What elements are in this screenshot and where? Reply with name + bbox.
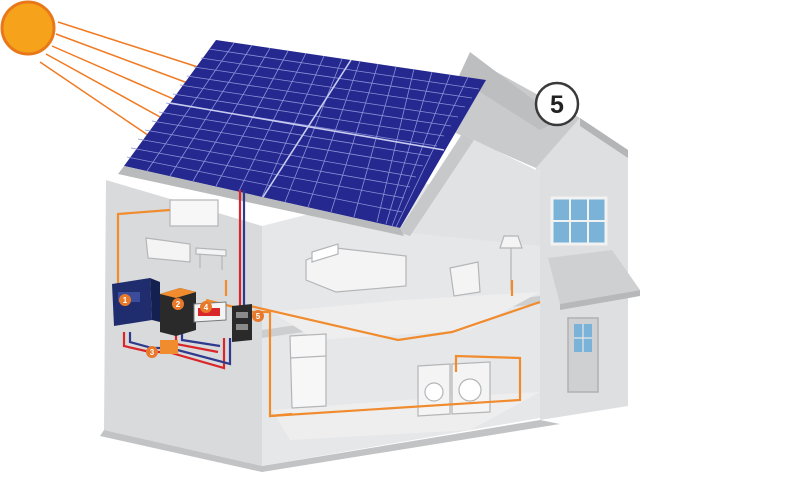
junction-box <box>160 340 178 354</box>
battery <box>160 288 196 336</box>
gable-wall <box>400 134 540 246</box>
refrigerator-icon <box>289 333 327 409</box>
dining-table <box>195 247 227 270</box>
svg-text:1: 1 <box>123 296 128 305</box>
sofa-icon <box>145 237 191 263</box>
svg-text:3: 3 <box>150 348 155 357</box>
svg-text:4: 4 <box>204 303 209 312</box>
upper-window <box>550 196 608 246</box>
washer-icon <box>417 363 451 417</box>
porch-roof <box>548 250 640 304</box>
sun-ray <box>39 61 165 147</box>
solar-panel-icon <box>118 40 486 236</box>
sun-icon <box>0 0 56 56</box>
tv-icon <box>169 199 219 227</box>
bed-icon <box>305 243 407 293</box>
step-number-badge: 5 <box>534 81 580 127</box>
badge-junction-box: 3 <box>146 346 158 358</box>
svg-text:2: 2 <box>176 300 181 309</box>
step-number: 5 <box>550 91 564 119</box>
inverter <box>112 278 160 326</box>
badge-battery: 2 <box>172 298 184 310</box>
sun-ray <box>51 45 195 109</box>
dryer-icon <box>451 361 491 415</box>
roof-edge <box>458 52 560 130</box>
armchair-icon <box>449 261 481 297</box>
badge-charge-controller: 4 <box>200 301 212 313</box>
sun-ray <box>45 53 181 129</box>
badge-inverter: 1 <box>119 294 131 306</box>
breaker-box <box>232 304 252 342</box>
component-badges: 1 2 3 4 5 <box>119 294 264 358</box>
front-door <box>567 317 599 393</box>
svg-text:5: 5 <box>256 312 261 321</box>
badge-breaker-box: 5 <box>252 310 264 322</box>
